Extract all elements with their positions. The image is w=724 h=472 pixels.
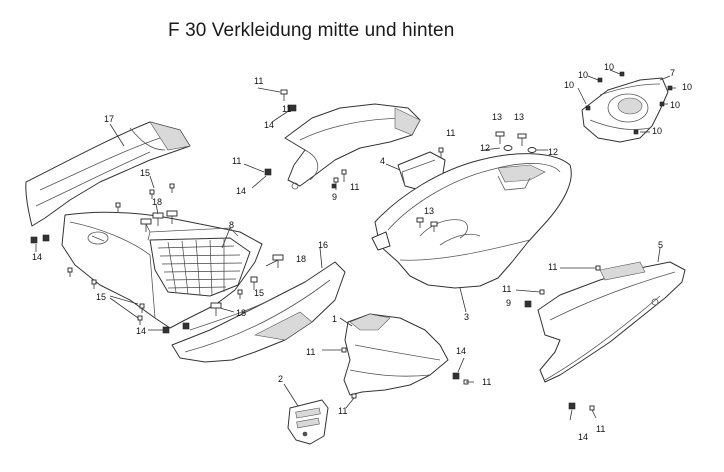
callout-10: 10 bbox=[670, 100, 680, 110]
callout-11: 11 bbox=[548, 262, 557, 272]
callout-11: 11 bbox=[306, 347, 315, 357]
part-3-storage-tub bbox=[371, 153, 572, 289]
callout-10: 10 bbox=[564, 80, 574, 90]
callout-15: 15 bbox=[254, 288, 264, 298]
callout-11: 11 bbox=[232, 156, 241, 166]
callout-9: 9 bbox=[506, 298, 511, 308]
callout-11: 11 bbox=[254, 76, 263, 86]
callout-9: 9 bbox=[332, 192, 337, 202]
part-7-rear-tail-piece bbox=[581, 77, 669, 143]
callout-15: 15 bbox=[96, 292, 106, 302]
callout-labels: 17 8 16 4 3 5 1 2 7 15 15 15 18 18 18 13… bbox=[32, 62, 692, 442]
callout-7: 7 bbox=[670, 68, 675, 78]
part-17-side-panel bbox=[25, 121, 191, 227]
callout-13: 13 bbox=[424, 206, 434, 216]
callout-17: 17 bbox=[104, 114, 114, 124]
callout-14: 14 bbox=[456, 346, 466, 356]
callout-13: 13 bbox=[492, 112, 502, 122]
part-16-lower-side-cover bbox=[171, 261, 346, 363]
callout-12: 12 bbox=[548, 147, 558, 157]
callout-1: 1 bbox=[332, 314, 337, 324]
callout-11: 11 bbox=[282, 104, 291, 114]
callout-14: 14 bbox=[236, 186, 246, 196]
callout-16: 16 bbox=[318, 240, 328, 250]
leader-lines bbox=[35, 69, 676, 421]
part-5-rear-side-cover bbox=[537, 261, 686, 383]
callout-5: 5 bbox=[658, 240, 663, 250]
callout-14: 14 bbox=[32, 252, 42, 262]
callout-11: 11 bbox=[502, 284, 511, 294]
callout-10: 10 bbox=[604, 62, 614, 72]
callout-15: 15 bbox=[140, 168, 150, 178]
callout-10: 10 bbox=[578, 70, 588, 80]
callout-11: 11 bbox=[338, 406, 347, 416]
part-1-lower-front-panel bbox=[343, 313, 449, 396]
callout-8: 8 bbox=[229, 220, 234, 230]
callout-18: 18 bbox=[296, 254, 306, 264]
callout-3: 3 bbox=[464, 312, 469, 322]
callout-13: 13 bbox=[514, 112, 524, 122]
callout-18: 18 bbox=[236, 308, 246, 318]
page-title: F 30 Verkleidung mitte und hinten bbox=[168, 20, 455, 41]
callout-14: 14 bbox=[136, 326, 146, 336]
callout-18: 18 bbox=[152, 197, 162, 207]
callout-12: 12 bbox=[480, 143, 490, 153]
callout-11: 11 bbox=[446, 128, 455, 138]
callout-2: 2 bbox=[278, 374, 283, 384]
callout-11: 11 bbox=[596, 424, 605, 434]
callout-14: 14 bbox=[578, 432, 588, 442]
part-2-badge-plate bbox=[287, 399, 329, 445]
callout-10: 10 bbox=[682, 82, 692, 92]
callout-11: 11 bbox=[350, 182, 359, 192]
hardware-fasteners bbox=[30, 71, 673, 411]
callout-11: 11 bbox=[482, 377, 491, 387]
callout-10: 10 bbox=[652, 126, 662, 136]
part-upper-center-cover bbox=[284, 103, 421, 190]
callout-4: 4 bbox=[380, 156, 385, 166]
callout-14: 14 bbox=[264, 120, 274, 130]
part-8-floor-center bbox=[61, 211, 263, 329]
